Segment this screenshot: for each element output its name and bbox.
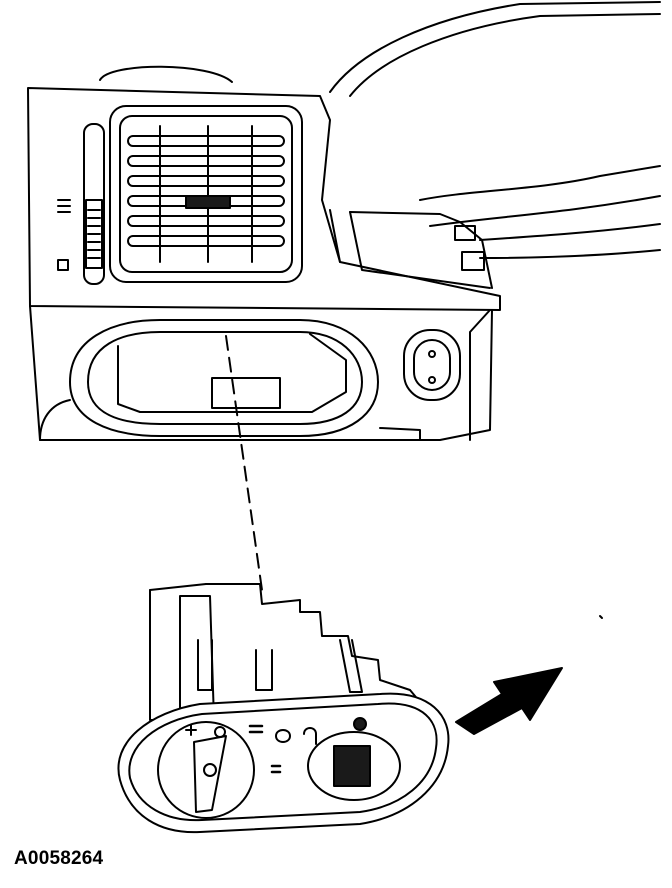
headlamp-switch bbox=[117, 583, 450, 834]
figure-id-caption: A0058264 bbox=[14, 848, 104, 869]
dome-lamp-icon bbox=[353, 717, 367, 731]
guide-line bbox=[225, 335, 263, 591]
dash-panel bbox=[27, 65, 501, 441]
switch-opening bbox=[69, 319, 379, 437]
air-vent bbox=[109, 105, 303, 283]
install-arrow-icon bbox=[455, 667, 563, 735]
rocker-switch bbox=[403, 329, 461, 401]
fan-icon bbox=[57, 199, 71, 213]
knob-bar bbox=[193, 735, 227, 813]
park-lamp-icon bbox=[248, 724, 264, 734]
interior-light-icon bbox=[270, 764, 282, 774]
headlamp-icon bbox=[275, 729, 291, 743]
temperature-slider bbox=[83, 123, 105, 285]
off-symbol-icon bbox=[214, 726, 226, 738]
defrost-icon bbox=[57, 259, 69, 271]
fog-lamp-icon bbox=[303, 727, 317, 745]
dash-upper-curves bbox=[329, 1, 661, 259]
speck bbox=[599, 615, 603, 619]
sun-icon bbox=[185, 724, 197, 736]
